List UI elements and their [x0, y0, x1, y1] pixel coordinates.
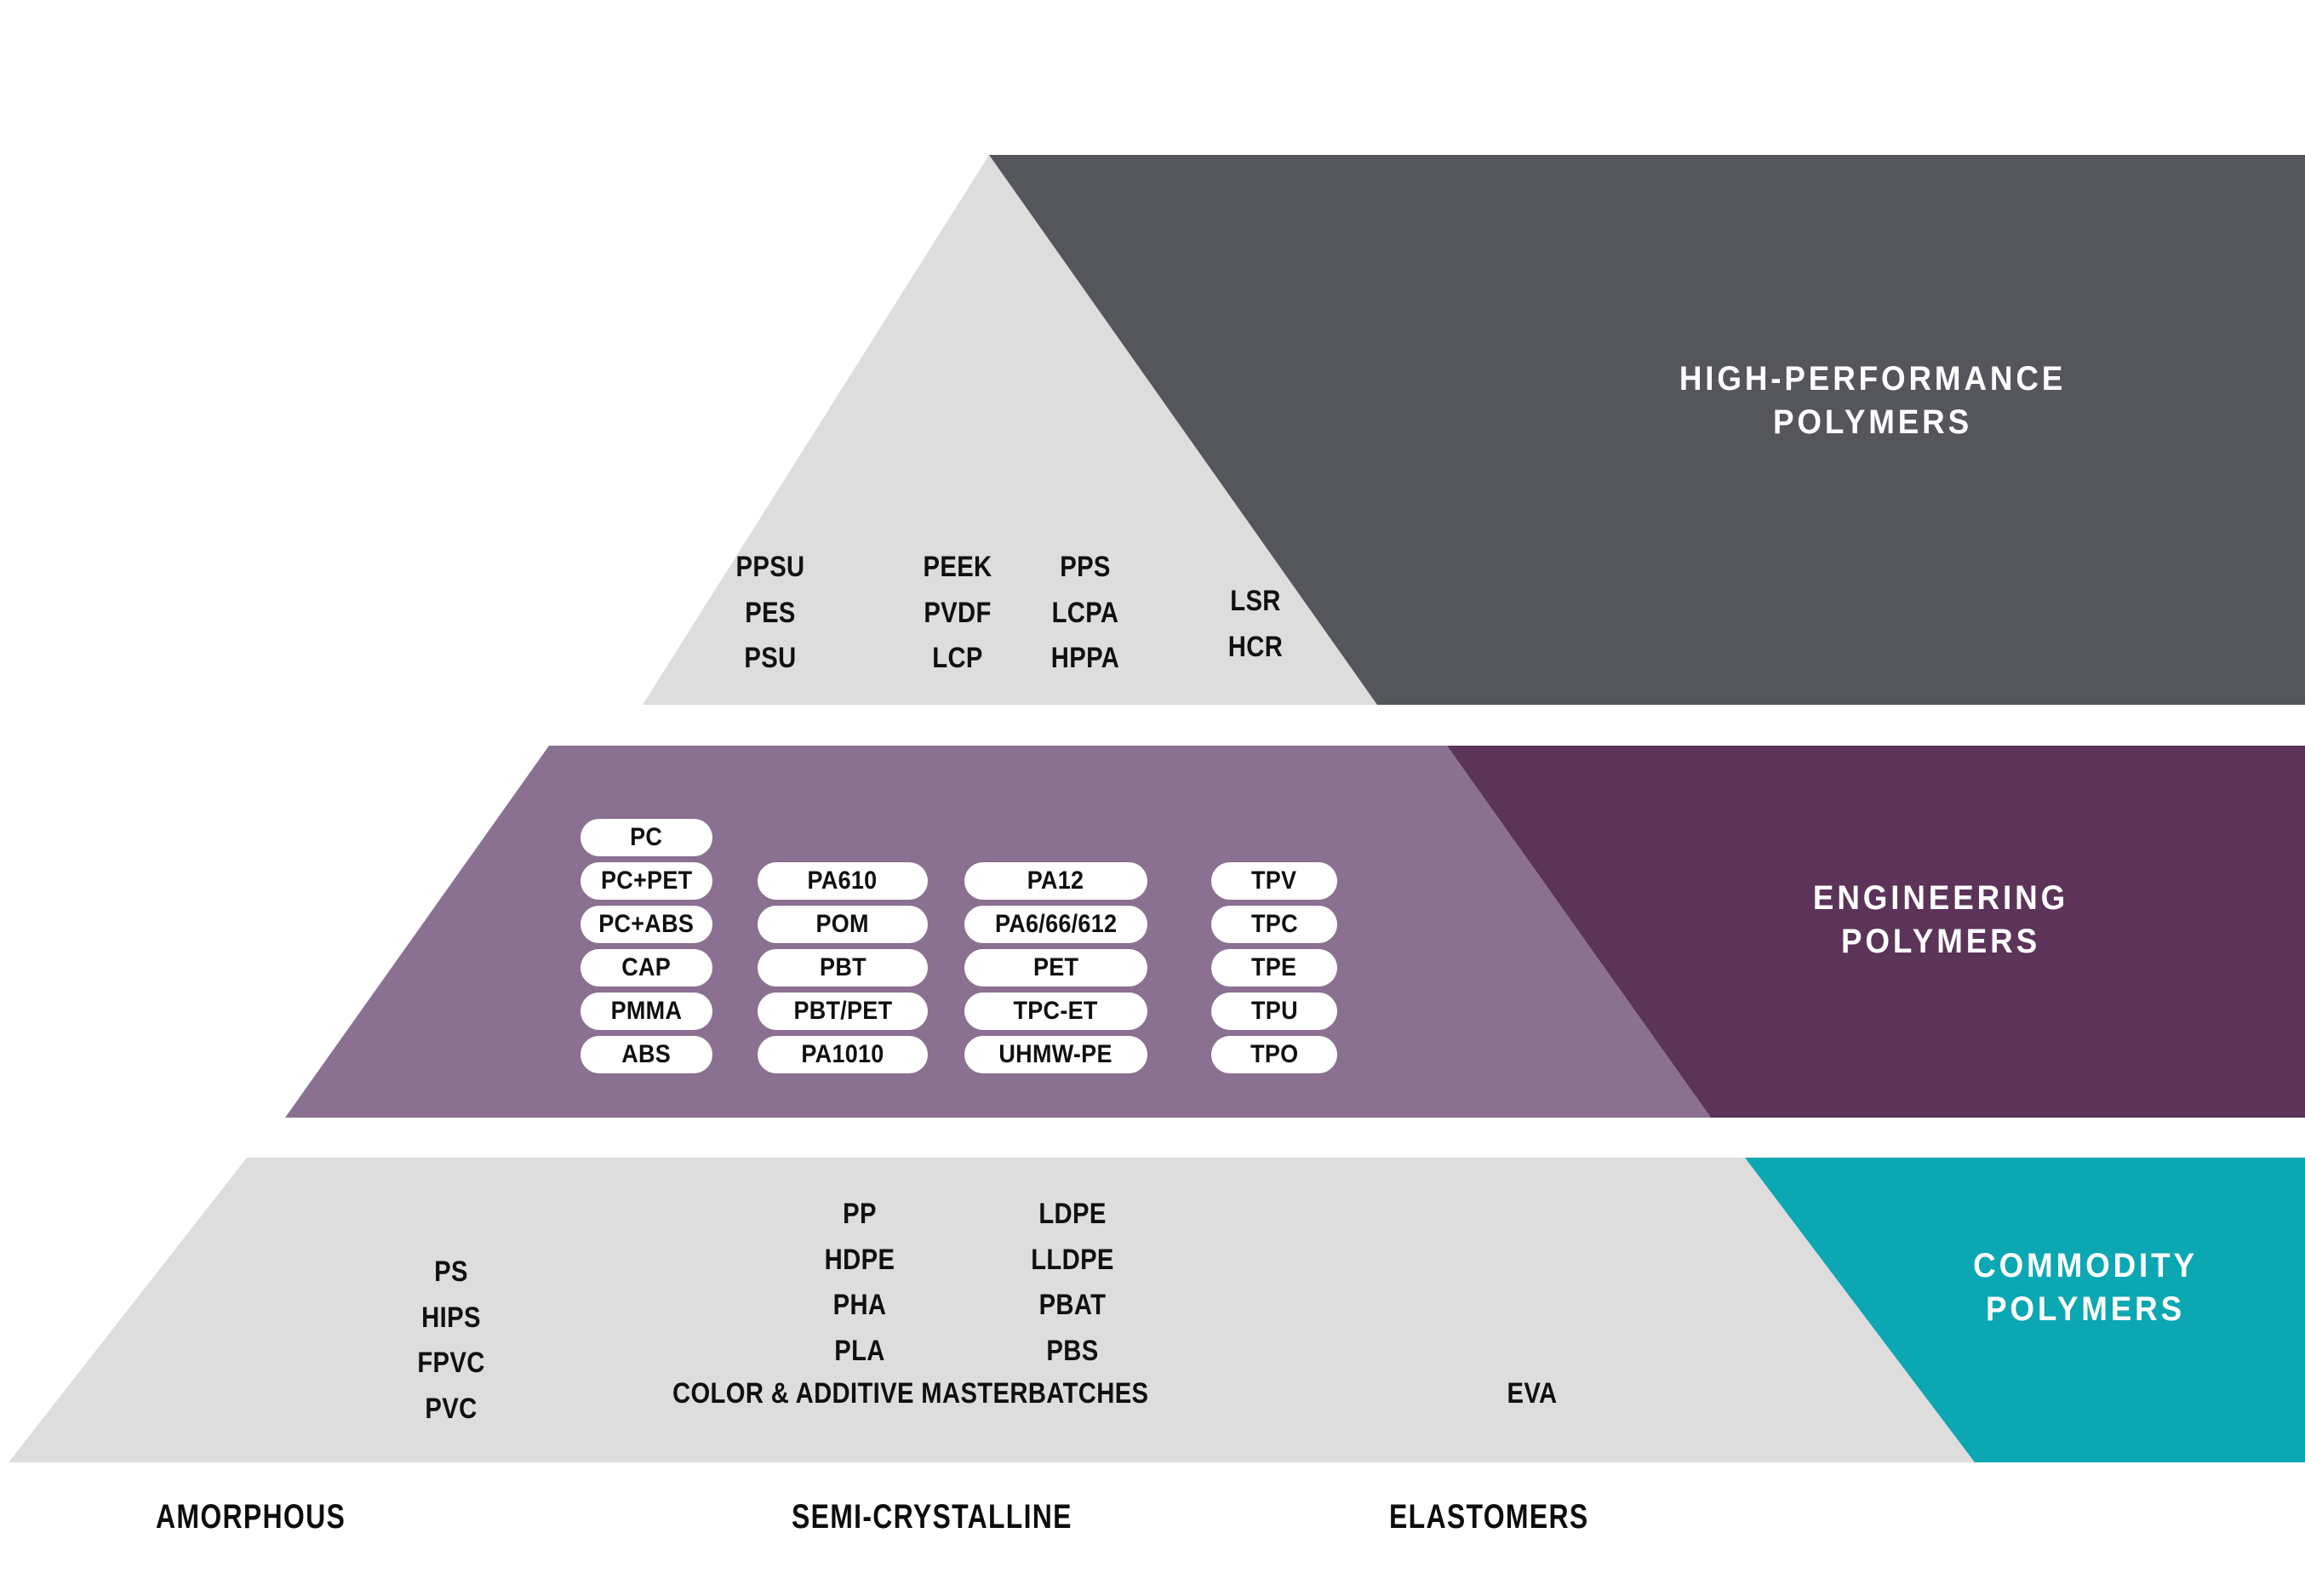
tier-high-performance-body [643, 155, 1377, 705]
eng-pill-semi-a-3[interactable]: PBT/PET [758, 992, 928, 1030]
eng-pill-amorphous-0[interactable]: PC [581, 819, 712, 856]
com-group-semicrystalline-a: PP HDPE PHA PLA [794, 1192, 926, 1375]
com-semi-b-item-0: LDPE [1038, 1198, 1107, 1230]
hp-semi-b-item-2: HPPA [1050, 642, 1120, 675]
eng-pill-semi-a-2[interactable]: PBT [758, 949, 928, 987]
hp-amorphous-item-0: PPSU [735, 551, 805, 583]
com-footnote-masterbatches: COLOR & ADDITIVE MASTERBATCHES [672, 1377, 1149, 1410]
hp-group-amorphous: PPSU PES PSU [708, 545, 832, 682]
hp-amorphous-item-2: PSU [744, 642, 797, 675]
eng-pill-elastomer-1[interactable]: TPC [1211, 906, 1337, 943]
tier-title-engineering: ENGINEERING POLYMERS [1812, 879, 2069, 961]
eng-pill-semi-a-0[interactable]: PA610 [758, 862, 928, 900]
eng-pill-semi-b-0[interactable]: PA12 [964, 862, 1147, 900]
eng-pill-amorphous-4[interactable]: PMMA [581, 992, 712, 1030]
eng-pill-semi-a-4[interactable]: PA1010 [758, 1036, 928, 1073]
eng-pill-semi-b-2[interactable]: PET [964, 949, 1147, 987]
com-group-semicrystalline-b: LDPE LLDPE PBAT PBS [1003, 1192, 1141, 1375]
hp-semi-b-item-1: LCPA [1051, 596, 1119, 629]
eng-pill-semi-b-4[interactable]: UHMW-PE [964, 1036, 1147, 1073]
tier-high-performance-panel [989, 155, 2305, 705]
tier-commodity-body [9, 1158, 1975, 1462]
com-amorphous-item-1: HIPS [421, 1301, 481, 1334]
com-amorphous-item-2: FPVC [417, 1347, 485, 1380]
axis-label-elastomers: ELASTOMERS [1389, 1498, 1589, 1536]
axis-label-amorphous: AMORPHOUS [156, 1498, 346, 1536]
hp-elastomer-item-0: LSR [1230, 585, 1281, 617]
hp-amorphous-item-1: PES [745, 596, 796, 629]
eng-pill-semi-a-1[interactable]: POM [758, 906, 928, 943]
hp-elastomer-item-1: HCR [1227, 630, 1284, 663]
com-semi-b-item-2: PBAT [1038, 1289, 1107, 1322]
com-amorphous-item-0: PS [434, 1256, 468, 1288]
eng-pill-elastomer-0[interactable]: TPV [1211, 862, 1337, 900]
com-semi-b-item-3: PBS [1046, 1335, 1099, 1368]
tier-title-commodity: COMMODITY POLYMERS [1973, 1247, 2198, 1329]
hp-semi-b-item-0: PPS [1060, 551, 1111, 583]
com-semi-a-item-2: PHA [832, 1289, 887, 1322]
eng-pill-elastomer-3[interactable]: TPU [1211, 992, 1337, 1030]
axis-label-semi-crystalline: SEMI-CRYSTALLINE [792, 1498, 1072, 1536]
eng-pill-amorphous-1[interactable]: PC+PET [581, 862, 712, 900]
hp-semi-a-item-1: PVDF [924, 596, 992, 629]
com-group-amorphous: PS HIPS FPVC PVC [386, 1250, 518, 1433]
com-group-elastomers-eva: EVA [1507, 1377, 1558, 1410]
tier-title-high-performance: HIGH-PERFORMANCE POLYMERS [1679, 360, 2067, 442]
com-semi-b-item-1: LLDPE [1031, 1243, 1114, 1276]
eng-group-semicrystalline-b: PA12 PA6/66/612 PET TPC-ET UHMW-PE [964, 862, 1147, 1073]
hp-semi-a-item-0: PEEK [923, 551, 992, 583]
com-semi-a-item-1: HDPE [824, 1243, 895, 1276]
eng-group-semicrystalline-a: PA610 POM PBT PBT/PET PA1010 [758, 862, 928, 1073]
eng-pill-elastomer-4[interactable]: TPO [1211, 1036, 1337, 1073]
tier-commodity-panel [1745, 1158, 2305, 1462]
hp-group-elastomers: LSR HCR [1193, 579, 1318, 670]
eng-pill-amorphous-2[interactable]: PC+ABS [581, 906, 712, 943]
eng-pill-amorphous-5[interactable]: ABS [581, 1036, 712, 1073]
com-semi-a-item-0: PP [843, 1198, 877, 1230]
com-amorphous-item-3: PVC [425, 1393, 478, 1426]
eng-pill-elastomer-2[interactable]: TPE [1211, 949, 1337, 987]
tier-engineering-panel [1447, 746, 2305, 1118]
hp-group-semicrystalline-a: PEEK PVDF LCP [895, 545, 1020, 682]
hp-semi-a-item-2: LCP [932, 642, 983, 675]
eng-group-amorphous: PC PC+PET PC+ABS CAP PMMA ABS [581, 819, 712, 1073]
eng-pill-semi-b-1[interactable]: PA6/66/612 [964, 906, 1147, 943]
eng-pill-semi-b-3[interactable]: TPC-ET [964, 992, 1147, 1030]
com-semi-a-item-3: PLA [834, 1335, 885, 1368]
eng-group-elastomers: TPV TPC TPE TPU TPO [1211, 862, 1337, 1073]
eng-pill-amorphous-3[interactable]: CAP [581, 949, 712, 987]
hp-group-semicrystalline-b: PPS LCPA HPPA [1015, 545, 1154, 682]
